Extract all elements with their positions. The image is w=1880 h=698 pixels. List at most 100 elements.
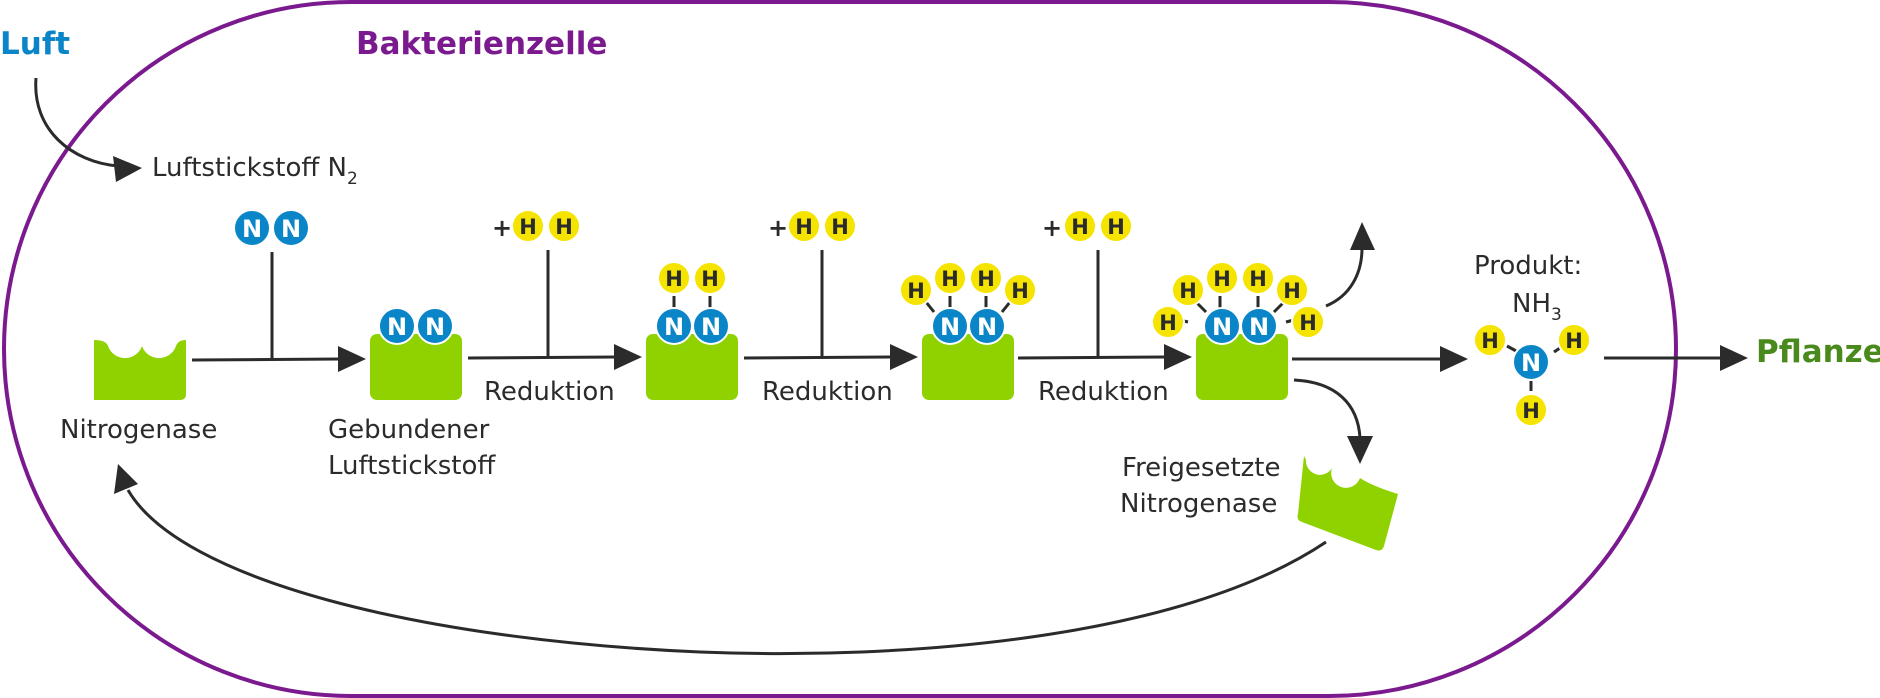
hydrogen-symbol: H <box>1213 267 1231 291</box>
nitrogen-atom <box>1512 343 1550 381</box>
plus-sign-2: + <box>768 214 788 242</box>
hydrogen-atom <box>511 209 545 243</box>
hydrogen-atom <box>1003 273 1037 307</box>
bound-label-line2: Luftstickstoff <box>328 451 496 481</box>
nitrogenase-label: Nitrogenase <box>60 415 217 445</box>
hydrogen-symbol: H <box>1249 267 1267 291</box>
release-up-arrowhead <box>1350 222 1375 250</box>
hydrogen-symbol: H <box>941 267 959 291</box>
hydrogen-atom <box>1275 273 1309 307</box>
hydrogen-symbol: H <box>1159 311 1177 335</box>
hydrogen-atom <box>693 261 727 295</box>
reduction-label-1: Reduktion <box>484 377 615 407</box>
hydrogen-symbol: H <box>977 267 995 291</box>
main-arrowhead-2 <box>614 344 642 370</box>
release-down-arrowhead <box>1347 436 1373 464</box>
cell-label: Bakterienzelle <box>356 26 607 62</box>
recycle-arrowhead <box>114 464 138 494</box>
nitrogen-atom <box>272 209 310 247</box>
product-formula-text: NH <box>1512 289 1551 319</box>
nitrogen-atom <box>692 307 730 345</box>
plant-arrowhead <box>1720 345 1748 371</box>
hydrogen-atom <box>1514 393 1548 427</box>
hydrogen-symbol: H <box>795 215 813 239</box>
bound-enzyme <box>370 334 462 400</box>
hydrogen-symbol: H <box>831 215 849 239</box>
hydrogen-symbol: H <box>1071 215 1089 239</box>
hydrogen-symbol: H <box>1522 399 1540 423</box>
nitrogen-symbol: N <box>977 313 997 341</box>
hydrogen-atom <box>1557 323 1591 357</box>
hydrogen-symbol: H <box>665 267 683 291</box>
nitrogen-atom <box>968 307 1006 345</box>
nitrogen-symbol: N <box>1521 349 1541 377</box>
nitrogen-symbol: N <box>1249 313 1269 341</box>
main-arrowhead-4 <box>1164 344 1192 370</box>
nitrogen-symbol: N <box>664 313 684 341</box>
hydrogen-atom <box>1241 261 1275 295</box>
main-arrow-4 <box>1017 355 1167 360</box>
air-inflow-arrow <box>34 77 119 168</box>
plant-label: Pflanze <box>1756 334 1880 370</box>
main-arrow-3 <box>743 355 893 360</box>
released-label-line2: Nitrogenase <box>1120 489 1277 519</box>
recycle-arrow <box>126 489 1327 656</box>
hydrogen-symbol: H <box>519 215 537 239</box>
main-arrowhead-5 <box>1440 346 1468 372</box>
nitrogen-symbol: N <box>281 215 301 243</box>
bond <box>1000 301 1012 313</box>
released-nitrogenase-enzyme <box>1297 456 1398 551</box>
hydrogen-atom <box>1151 305 1185 339</box>
nitrogen-atom <box>416 307 454 345</box>
product-label: Produkt: <box>1474 251 1582 281</box>
hydrogen-symbol: H <box>907 279 925 303</box>
hydrogen-symbol: H <box>1011 279 1029 303</box>
bound-label-line1: Gebundener <box>328 415 490 445</box>
nitrogen-atom <box>233 209 271 247</box>
main-arrowhead-1 <box>338 346 366 372</box>
air-nitrogen-text: Luftstickstoff N <box>152 153 347 183</box>
hydrogen-atom <box>787 209 821 243</box>
hydrogen-symbol: H <box>1107 215 1125 239</box>
enzyme-stage-2 <box>646 334 738 400</box>
hydrogen-atom <box>969 261 1003 295</box>
hydrogen-symbol: H <box>1283 279 1301 303</box>
hydrogen-atom <box>1099 209 1133 243</box>
hydrogen-atom <box>547 209 581 243</box>
air-nitrogen-subscript: 2 <box>347 169 358 189</box>
product-formula-subscript: 3 <box>1551 305 1562 325</box>
nitrogen-atom <box>378 307 416 345</box>
reduction-label-3: Reduktion <box>1038 377 1169 407</box>
nitrogen-atom <box>1240 307 1278 345</box>
bond <box>924 301 936 313</box>
nitrogen-symbol: N <box>1212 313 1232 341</box>
released-label-line1: Freigesetzte <box>1122 453 1280 483</box>
hydrogen-symbol: H <box>555 215 573 239</box>
bacterial-cell-outline <box>2 0 1678 698</box>
hydrogen-symbol: H <box>1299 311 1317 335</box>
air-nitrogen-label: Luftstickstoff N2 <box>152 153 358 189</box>
hydrogen-atom <box>1205 261 1239 295</box>
hydrogen-atom <box>1063 209 1097 243</box>
nitrogen-symbol: N <box>387 313 407 341</box>
plus-sign-1: + <box>492 214 512 242</box>
hydrogen-symbol: H <box>701 267 719 291</box>
hydrogen-symbol: H <box>1179 279 1197 303</box>
main-arrowhead-3 <box>890 344 918 370</box>
product-formula: NH3 <box>1512 289 1562 325</box>
air-label: Luft <box>0 26 70 62</box>
main-arrow-1 <box>191 357 341 362</box>
enzyme-stage-3 <box>922 334 1014 400</box>
hydrogen-atom <box>1171 273 1205 307</box>
hydrogen-atom <box>899 273 933 307</box>
hydrogen-atom <box>1473 323 1507 357</box>
plus-sign-3: + <box>1042 214 1062 242</box>
hydrogen-atom <box>933 261 967 295</box>
hydrogen-atom <box>657 261 691 295</box>
air-inflow-arrowhead <box>113 156 142 182</box>
release-up-arrow <box>1325 247 1364 308</box>
nitrogenase-enzyme <box>94 340 186 400</box>
hydrogen-atom <box>823 209 857 243</box>
